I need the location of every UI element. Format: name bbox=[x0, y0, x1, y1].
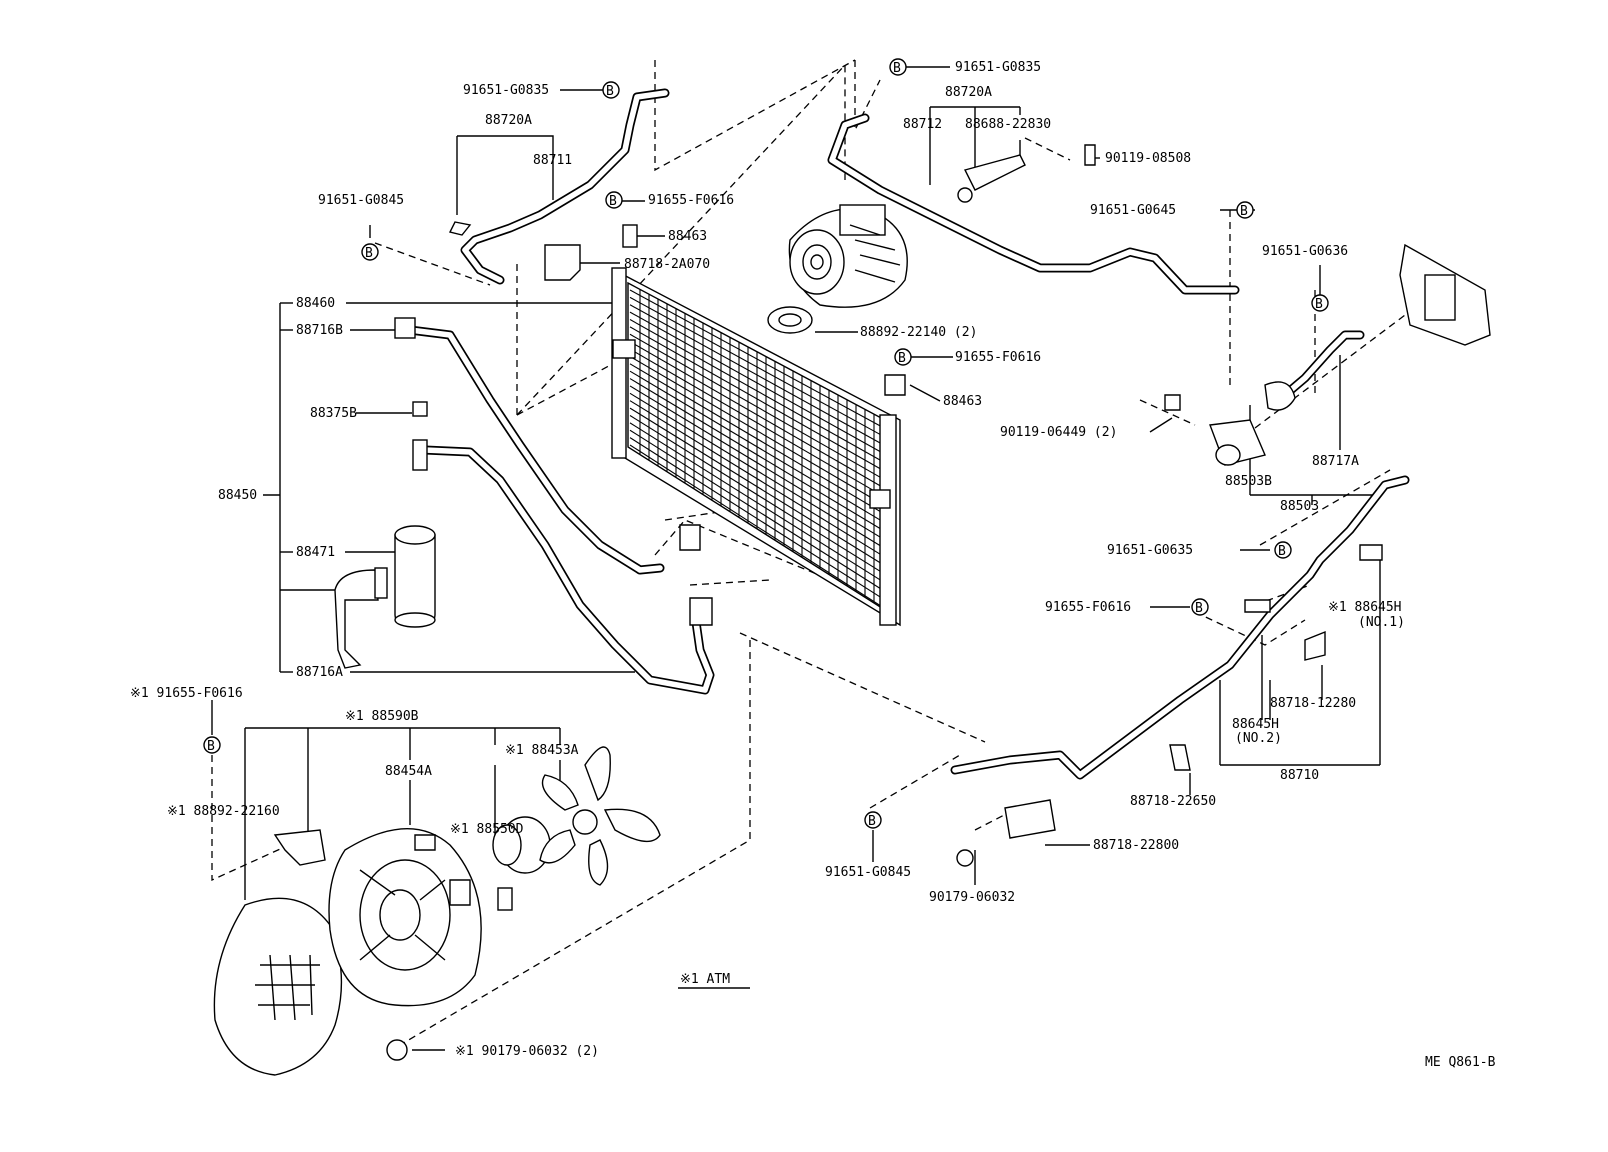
label-88450: 88450 bbox=[218, 488, 257, 503]
label-91651-G0845-b: 91651-G0845 bbox=[825, 865, 911, 880]
label-88718-12280: 88718-12280 bbox=[1270, 696, 1356, 711]
reference-code: ME Q861-B bbox=[1425, 1055, 1496, 1070]
label-91651-G0835-a: 91651-G0835 bbox=[463, 83, 549, 98]
label-88712: 88712 bbox=[903, 117, 942, 132]
label-88503: 88503 bbox=[1280, 499, 1319, 514]
label-88716A: 88716A bbox=[296, 665, 343, 680]
label-88892-22140: 88892-22140 (2) bbox=[860, 325, 977, 340]
svg-text:B: B bbox=[609, 194, 617, 209]
svg-text:B: B bbox=[1195, 601, 1203, 616]
label-88710: 88710 bbox=[1280, 768, 1319, 783]
label-90179-06032-b: ※1 90179-06032 (2) bbox=[455, 1044, 599, 1059]
label-88717A: 88717A bbox=[1312, 454, 1359, 469]
label-88375B: 88375B bbox=[310, 406, 357, 421]
svg-text:B: B bbox=[1315, 297, 1323, 312]
compressor bbox=[767, 204, 908, 334]
small-parts bbox=[448, 144, 1491, 867]
label-91651-G0845-a: 91651-G0845 bbox=[318, 193, 404, 208]
bolt-markers: B B B B B B B B B B B bbox=[203, 58, 1329, 829]
label-88503B: 88503B bbox=[1225, 474, 1272, 489]
bolt-marker: B bbox=[1311, 294, 1329, 312]
label-88718-22800: 88718-22800 bbox=[1093, 838, 1179, 853]
receiver-dryer bbox=[334, 317, 436, 669]
label-91651-G0645: 91651-G0645 bbox=[1090, 203, 1176, 218]
atm-note: ※1 ATM bbox=[680, 972, 730, 987]
cooling-fan-assembly bbox=[213, 746, 661, 1076]
label-91655-F0616-c: 91655-F0616 bbox=[1045, 600, 1131, 615]
svg-text:B: B bbox=[893, 61, 901, 76]
label-90119-08508: 90119-08508 bbox=[1105, 151, 1191, 166]
label-91651-G0635: 91651-G0635 bbox=[1107, 543, 1193, 558]
bolt-marker: B bbox=[605, 191, 623, 209]
bolt-marker: B bbox=[1191, 598, 1209, 616]
label-88590B: ※1 88590B bbox=[345, 709, 419, 724]
bolt-marker: B bbox=[602, 81, 620, 99]
label-88471: 88471 bbox=[296, 545, 335, 560]
svg-text:B: B bbox=[1278, 544, 1286, 559]
label-88718-2A070: 88718-2A070 bbox=[624, 257, 710, 272]
bolt-marker: B bbox=[889, 58, 907, 76]
label-88454A: 88454A bbox=[385, 764, 432, 779]
label-88892-22160: ※1 88892-22160 bbox=[167, 804, 280, 819]
label-88463-a: 88463 bbox=[668, 229, 707, 244]
label-88645H-1: ※1 88645H bbox=[1328, 600, 1402, 615]
svg-text:B: B bbox=[207, 739, 215, 754]
label-88460: 88460 bbox=[296, 296, 335, 311]
svg-text:B: B bbox=[868, 814, 876, 829]
condenser bbox=[611, 267, 901, 627]
bolt-marker: B bbox=[894, 348, 912, 366]
label-90119-06449: 90119-06449 (2) bbox=[1000, 425, 1117, 440]
svg-text:B: B bbox=[365, 246, 373, 261]
label-91655-F0616-b: 91655-F0616 bbox=[955, 350, 1041, 365]
bolt-marker: B bbox=[203, 736, 221, 754]
label-91655-F0616-a: 91655-F0616 bbox=[648, 193, 734, 208]
label-88718-22650: 88718-22650 bbox=[1130, 794, 1216, 809]
label-88645H-2-no: (NO.2) bbox=[1235, 731, 1282, 746]
label-88711: 88711 bbox=[533, 153, 572, 168]
label-88720A-a: 88720A bbox=[485, 113, 532, 128]
bolt-marker: B bbox=[1236, 201, 1254, 219]
label-88688-22830: 88688-22830 bbox=[965, 117, 1051, 132]
label-88453A: ※1 88453A bbox=[505, 743, 579, 758]
label-88645H-1-no: (NO.1) bbox=[1358, 615, 1405, 630]
label-91651-G0636: 91651-G0636 bbox=[1262, 244, 1348, 259]
svg-text:B: B bbox=[1240, 204, 1248, 219]
bolt-marker: B bbox=[1274, 541, 1292, 559]
part-labels: 91651-G0835 88720A 88711 91651-G0845 916… bbox=[130, 60, 1496, 1070]
svg-text:B: B bbox=[898, 351, 906, 366]
refrigerant-hoses bbox=[405, 88, 1410, 780]
label-91651-G0835-b: 91651-G0835 bbox=[955, 60, 1041, 75]
label-88550D: ※1 88550D bbox=[450, 822, 524, 837]
svg-text:B: B bbox=[606, 84, 614, 99]
bolt-marker: B bbox=[361, 243, 379, 261]
label-88716B: 88716B bbox=[296, 323, 343, 338]
label-88645H-2: 88645H bbox=[1232, 717, 1279, 732]
label-88720A-b: 88720A bbox=[945, 85, 992, 100]
label-88463-b: 88463 bbox=[943, 394, 982, 409]
label-91655-F0616-d: ※1 91655-F0616 bbox=[130, 686, 243, 701]
bolt-marker: B bbox=[864, 811, 882, 829]
label-90179-06032-a: 90179-06032 bbox=[929, 890, 1015, 905]
